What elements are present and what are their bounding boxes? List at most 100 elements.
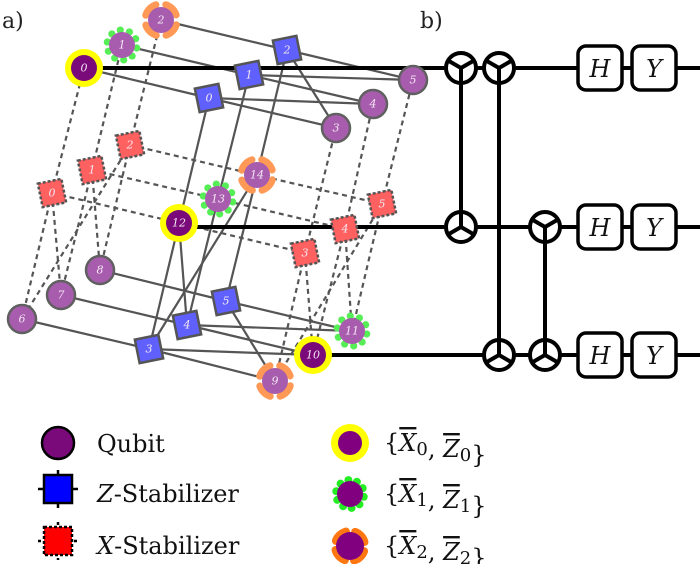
qubit-body bbox=[300, 342, 326, 368]
x-stabilizer-edge bbox=[90, 169, 102, 271]
logical-legend: {X0, Z0}{X1, Z1}{X2, Z2} bbox=[331, 424, 487, 564]
gate-label: Y bbox=[646, 214, 664, 242]
z-stabilizer-edge bbox=[160, 18, 288, 52]
stabilizer-label: 4 bbox=[341, 223, 349, 236]
logical-1-dot bbox=[216, 210, 224, 218]
z-stabilizer-edge bbox=[208, 96, 374, 106]
x-stabilizer-edge bbox=[21, 144, 131, 320]
stabilizer-body bbox=[193, 82, 225, 114]
lattice-edges bbox=[20, 18, 415, 383]
legend-label-x-stabilizer: X-Stabilizer bbox=[95, 532, 240, 560]
logical-2-blob bbox=[351, 527, 369, 546]
qubit-body bbox=[71, 55, 97, 81]
logical-operator: Z bbox=[442, 538, 461, 564]
y-control-spoke bbox=[498, 58, 513, 70]
logical-2: {X2, Z2} bbox=[331, 527, 487, 564]
y-control-spoke bbox=[485, 58, 500, 70]
gate-y: Y bbox=[630, 44, 678, 92]
x-stabilizer-edge bbox=[98, 144, 132, 271]
x-stabilizer-edge bbox=[50, 67, 86, 194]
z-stabilizer-3: 3 bbox=[133, 333, 165, 365]
qubit-11: 11 bbox=[333, 312, 371, 350]
x-stabilizer-edge bbox=[217, 197, 346, 231]
gate-label: H bbox=[589, 214, 612, 242]
logical-2-blob bbox=[162, 1, 180, 19]
gate-box bbox=[630, 331, 678, 379]
logical-2-blob bbox=[162, 21, 180, 39]
qubit-label: 9 bbox=[272, 375, 279, 388]
logical-2-blob bbox=[331, 546, 349, 564]
x-stabilizer-edge bbox=[380, 79, 415, 205]
stabilizer-word: -Stabilizer bbox=[114, 532, 240, 560]
logical-1-dot bbox=[212, 180, 220, 188]
x-letter: X bbox=[95, 532, 115, 560]
qubit-body bbox=[338, 431, 362, 455]
qubit-body bbox=[205, 186, 231, 212]
qubit-14: 14 bbox=[238, 156, 276, 194]
gate-y: Y bbox=[630, 203, 678, 251]
z-stabilizer-0: 0 bbox=[193, 82, 225, 114]
stabilizer-body bbox=[329, 213, 361, 245]
logical-index: 2 bbox=[460, 548, 471, 564]
qubit-9: 9 bbox=[256, 362, 294, 400]
stabilizer-label: 0 bbox=[206, 92, 213, 105]
qubit-body bbox=[320, 112, 352, 144]
x-stabilizer-edge bbox=[129, 143, 258, 177]
stabilizer-body bbox=[76, 154, 108, 186]
gate-label: H bbox=[589, 342, 612, 370]
stabilizer-body bbox=[133, 333, 165, 365]
z-stabilizer-edge bbox=[216, 74, 251, 200]
logical-index: 0 bbox=[460, 445, 471, 466]
logical-2-blob bbox=[256, 362, 274, 380]
brace-punct: } bbox=[471, 441, 486, 469]
logical-operator: X bbox=[397, 429, 417, 457]
y-control-spoke bbox=[543, 353, 559, 365]
logical-0: {X0, Z0} bbox=[331, 424, 487, 469]
y-control-spoke bbox=[460, 58, 475, 70]
stabilizer-word: -Stabilizer bbox=[114, 480, 240, 508]
brace-punct: , bbox=[428, 486, 443, 514]
logical-operator: Z bbox=[442, 435, 461, 463]
stabilizer-label: 2 bbox=[126, 139, 134, 152]
gate-label: H bbox=[589, 55, 612, 83]
y-control-spoke bbox=[447, 225, 462, 237]
qubit-legend-icon bbox=[40, 425, 76, 461]
z-stabilizer-edge bbox=[148, 347, 314, 357]
qubit-label: 1 bbox=[119, 39, 126, 52]
x-stabilizer-5: 5 bbox=[366, 188, 398, 220]
stabilizer-label: 5 bbox=[223, 295, 230, 308]
x-stabilizer-edge bbox=[178, 221, 306, 255]
stabilizer-body bbox=[210, 285, 242, 317]
qubit-body bbox=[397, 64, 429, 96]
x-stabilizer-1: 1 bbox=[76, 154, 108, 186]
logical-2-blob bbox=[238, 176, 256, 194]
logical-0-label: {X0, Z0} bbox=[384, 429, 487, 469]
gate-box bbox=[576, 44, 624, 92]
logical-1-label: {X1, Z1} bbox=[384, 480, 487, 520]
y-control-spoke bbox=[543, 217, 559, 229]
qubit-body bbox=[339, 318, 365, 344]
x-stabilizer-edge bbox=[91, 168, 219, 201]
z-stabilizer-edge bbox=[255, 49, 289, 176]
logical-2-blob bbox=[276, 362, 294, 380]
qubit-body bbox=[84, 254, 116, 286]
logical-0-icon bbox=[331, 424, 369, 462]
gate-box bbox=[630, 203, 678, 251]
stabilizer-label: 4 bbox=[183, 319, 191, 332]
x-stabilizer-3: 3 bbox=[289, 237, 321, 269]
logical-operator: X bbox=[397, 532, 417, 560]
legend-label-z-stabilizer: Z-Stabilizer bbox=[96, 480, 239, 508]
stabilizer-body bbox=[233, 59, 265, 91]
stabilizer-label: 3 bbox=[146, 343, 153, 356]
qubit-body bbox=[336, 532, 364, 560]
y-control-bottom bbox=[482, 338, 516, 372]
qubit-7: 7 bbox=[45, 279, 77, 311]
x-stabilizer-2: 2 bbox=[114, 129, 146, 161]
gate-box bbox=[576, 331, 624, 379]
stabilizer-body bbox=[36, 177, 68, 209]
y-control-spoke bbox=[531, 353, 547, 365]
qubit-label: 3 bbox=[333, 122, 340, 135]
legend-label-qubit: Qubit bbox=[97, 430, 165, 458]
